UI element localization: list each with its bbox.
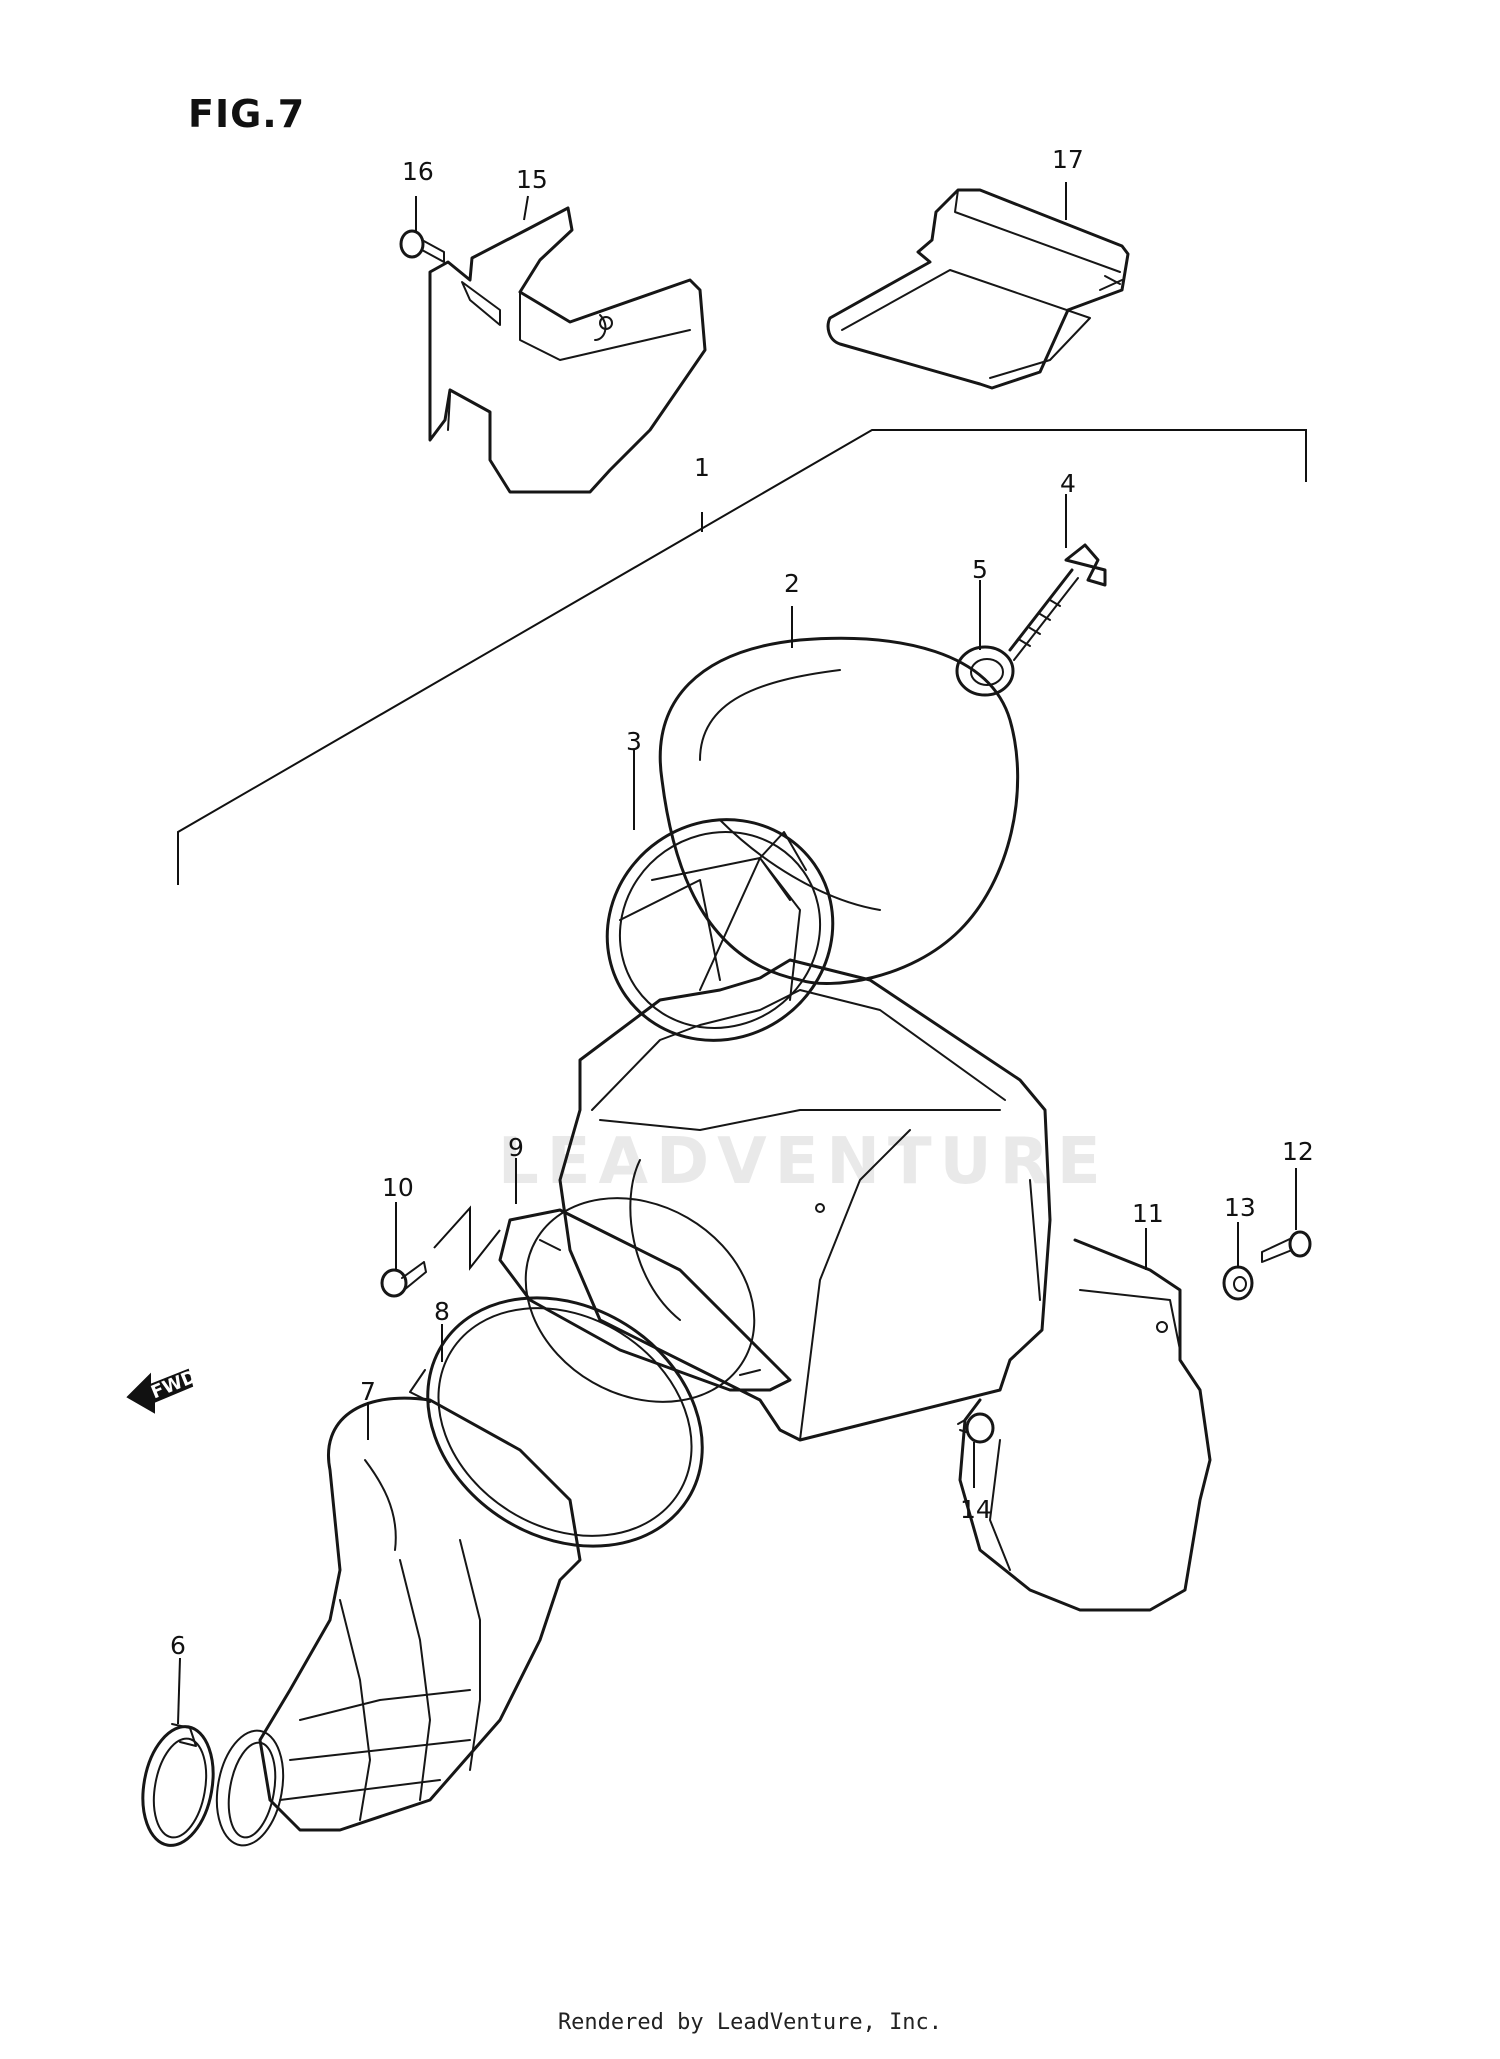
callout-1: 1 [694,453,710,482]
part-13-washer [1222,1265,1254,1301]
part-7-intake-boot [258,1396,582,1832]
part-2-air-filter [658,636,1020,985]
callout-5: 5 [972,555,988,584]
part-11-side-tube [958,1238,1212,1612]
watermark-text: LEADVENTURE [498,1125,1109,1199]
part-10-screw [380,1205,501,1298]
footer-credit: Rendered by LeadVenture, Inc. [557,2010,943,2035]
part-15-bracket [428,206,707,494]
callout-6: 6 [170,1631,186,1660]
part-14-bolt [957,1412,995,1444]
callout-8: 8 [434,1297,450,1326]
part-3-filter-cage [605,818,835,1042]
part-17-cover-plate [826,188,1130,390]
callout-4: 4 [1060,469,1076,498]
part-5-washer [955,645,1015,697]
leader-lines [177,182,1297,1725]
part-12-screw [1261,1230,1312,1263]
part-4-wing-bolt [1008,543,1107,661]
fwd-label: FWD [148,1366,200,1403]
callout-3: 3 [626,727,642,756]
callout-7: 7 [360,1377,376,1406]
callout-12: 12 [1282,1137,1314,1166]
callout-11: 11 [1132,1199,1164,1228]
callout-13: 13 [1224,1193,1256,1222]
callout-14: 14 [960,1495,992,1524]
callout-9: 9 [508,1133,524,1162]
callout-16: 16 [402,157,434,186]
airbox-housing [558,958,1052,1442]
figure-title: FIG.7 [188,92,306,136]
part-6-hose-clamp [141,1723,285,1847]
part-9-flange [498,1197,792,1403]
callout-10: 10 [382,1173,414,1202]
fwd-arrow: FWD [126,1366,200,1414]
callout-2: 2 [784,569,800,598]
part-16-screw [399,229,445,263]
callout-labels: 1 2 3 4 5 6 7 8 9 10 11 12 13 14 15 16 1… [170,145,1314,1660]
callout-17: 17 [1052,145,1084,174]
callout-15: 15 [516,165,548,194]
assembly-bracket-line [177,429,1307,885]
